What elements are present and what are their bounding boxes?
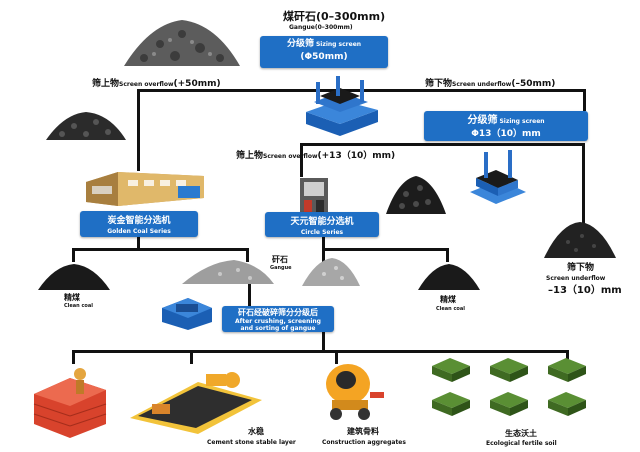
line-bottom-h	[72, 350, 569, 353]
gangue-title-cn: 煤矸石(0–300mm)	[283, 10, 386, 23]
crush-en2: and sorting of gangue	[240, 325, 316, 332]
lump-coal-pile	[386, 176, 446, 214]
overflow2-en: Screen overflow	[263, 153, 318, 160]
gangue-mid-cn: 矸石	[272, 255, 288, 264]
sizing1-en: Sizing screen	[315, 41, 362, 48]
line-bottom-3	[335, 350, 338, 364]
golden-en: Golden Coal Series	[107, 228, 171, 235]
clean-right-en: Clean coal	[436, 306, 465, 312]
concrete-mixer	[326, 364, 384, 420]
gangue-title-en: Gangue(0–300mm)	[289, 24, 353, 31]
line-mid-down-left	[300, 143, 303, 177]
gangue-pile-left	[182, 260, 274, 284]
overflow1-en: Screen overflow	[119, 81, 174, 88]
crush-en1: After crushing, screening	[235, 318, 321, 325]
line-mid-down-right	[582, 143, 585, 223]
crusher-machine	[162, 298, 212, 330]
line-circle-r	[446, 248, 449, 262]
gangue-mid-en: Gangue	[270, 265, 292, 271]
sizing2-en: Sizing screen	[499, 118, 545, 125]
line-bottom-4	[566, 350, 569, 364]
sizing2-cn: 分级筛	[467, 115, 498, 126]
line-golden-down	[137, 237, 140, 249]
overflow2-cn: 筛上物	[236, 151, 264, 161]
line-left-down	[137, 89, 140, 171]
golden-cn: 炭金智能分选机	[107, 216, 171, 226]
line-golden-h	[72, 248, 248, 251]
overflow2-label: 筛上物Screen overflow(+13（10）mm)	[236, 151, 396, 161]
line-golden-r	[246, 248, 249, 262]
circle-en: Circle Series	[300, 229, 344, 236]
brick-product	[33, 368, 107, 438]
line-circle-down	[322, 237, 325, 249]
sizing2-size: Φ13（10）mm	[471, 129, 541, 139]
product2-cn: 水稳	[248, 427, 264, 436]
product2-en: Cement stone stable layer	[207, 439, 296, 446]
underflow1-cn: 筛下物	[425, 79, 453, 89]
circle-series-label: 天元智能分选机 Circle Series	[265, 212, 379, 237]
golden-coal-label: 炭金智能分选机 Golden Coal Series	[80, 211, 198, 237]
sizing-screen-machine-2	[470, 150, 526, 204]
underflow2-cn: 筛下物	[567, 263, 595, 273]
circle-cn: 天元智能分选机	[290, 217, 354, 227]
overflow1-size: (+50mm)	[173, 79, 221, 89]
overflow1-label: 筛上物Screen overflow(+50mm)	[92, 79, 221, 89]
product3-cn: 建筑骨料	[347, 427, 379, 436]
gangue-pile-right	[302, 258, 360, 286]
product4-en: Ecological fertile soil	[486, 440, 557, 447]
clean-left-en: Clean coal	[64, 303, 93, 309]
ecological-soil-beds	[432, 358, 586, 416]
product4-cn: 生态沃土	[505, 429, 537, 438]
fine-coal-pile	[544, 222, 616, 258]
underflow1-en: Screen underflow	[452, 81, 512, 88]
line-mid-h	[300, 143, 583, 146]
underflow1-label: 筛下物Screen underflow(–50mm)	[425, 79, 556, 89]
golden-coal-machine	[86, 172, 204, 206]
coarse-coal-pile	[46, 112, 126, 140]
line-circle-l	[322, 248, 325, 262]
circle-series-machine	[300, 178, 328, 214]
line-bottom-stem	[322, 330, 325, 352]
line-gangue-mid-down	[248, 284, 251, 306]
road-construction	[130, 372, 262, 434]
raw-gangue-pile	[124, 20, 240, 66]
sizing-screen-machine-1	[306, 76, 378, 136]
overflow1-cn: 筛上物	[92, 79, 120, 89]
underflow1-size: (–50mm)	[511, 79, 556, 89]
line-golden-l	[72, 248, 75, 262]
overflow2-size: (+13（10）mm)	[317, 151, 396, 161]
clean-coal-pile-right	[418, 264, 480, 290]
underflow2-size: –13（10）mm	[548, 285, 622, 296]
product3-en: Construction aggregates	[322, 439, 406, 446]
clean-left-cn: 精煤	[64, 293, 80, 302]
line-bottom-2	[190, 350, 193, 364]
sizing1-cn: 分级筛	[286, 39, 314, 49]
underflow2-en: Screen underflow	[546, 275, 606, 282]
clean-right-cn: 精煤	[440, 295, 456, 304]
line-bottom-1	[72, 350, 75, 364]
sizing1-size: (Φ50mm)	[300, 52, 348, 62]
line-circle-h	[322, 248, 448, 251]
line-right-down	[583, 89, 586, 111]
crushing-label: 矸石经破碎筛分分级后 After crushing, screening and…	[222, 306, 334, 332]
clean-coal-pile-left	[38, 264, 110, 290]
crush-cn: 矸石经破碎筛分分级后	[238, 308, 318, 317]
